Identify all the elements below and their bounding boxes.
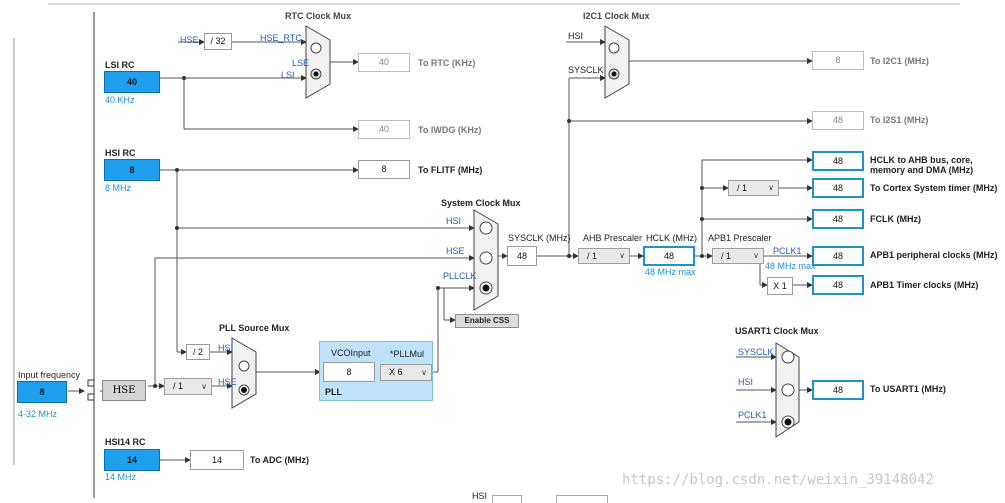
i2c1-out-label: To I2C1 (MHz) [870,56,929,66]
chevron-down-icon: ∨ [421,368,427,377]
lsi-rc-value[interactable]: 40 [104,71,160,93]
input-freq-label: Input frequency [18,370,81,380]
i2s1-value: 48 [812,111,864,130]
chevron-down-icon: ∨ [753,251,759,260]
bottom-partial-box-2 [556,495,608,503]
i2c1-hsi-label: HSI [568,31,584,41]
apb1-timer-value[interactable]: 48 [812,275,864,295]
hclk-ahb-value[interactable]: 48 [812,151,864,171]
apb1-timer-label: APB1 Timer clocks (MHz) [870,280,979,290]
rtc-out-value: 40 [358,53,410,72]
hse-div-select[interactable]: / 1 ∨ [164,378,212,395]
pll-vco-label: VCOInput [331,348,371,358]
input-freq-range: 4-32 MHz [18,409,58,419]
fclk-label: FCLK (MHz) [870,214,921,224]
apb1-periph-value[interactable]: 48 [812,246,864,266]
hclk-max: 48 MHz max [645,267,696,277]
hse-div-value: / 1 [173,381,184,391]
usart1-sysclk-label: SYSCLK [738,347,774,357]
hsi-rc-title: HSI RC [105,148,136,158]
pllsrc-hse-label: HSE [218,377,237,387]
i2s1-label: To I2S1 (MHz) [870,115,929,125]
apb1-timer-mult: X 1 [767,277,793,295]
usart1-hsi-label: HSI [738,377,754,387]
rtc-mux-shape [305,25,331,99]
rtc-out-label: To RTC (KHz) [418,58,476,68]
usart1-out-label: To USART1 (MHz) [870,384,946,394]
pclk1-max: 48 MHz max [765,261,816,271]
chevron-down-icon: ∨ [768,183,774,192]
flitf-value: 8 [358,160,410,179]
usart1-pclk1-label: PCLK1 [738,410,767,420]
hsi14-rc-value[interactable]: 14 [104,449,160,471]
rtc-lse-label: LSE [292,58,310,68]
i2c1-mux-title: I2C1 Clock Mux [583,11,650,21]
lsi-rc-freq: 40 KHz [105,95,135,105]
chevron-down-icon: ∨ [619,251,625,260]
hclk-ahb-label-1: HCLK to AHB bus, core, [870,155,973,165]
apb1-periph-label: APB1 peripheral clocks (MHz) [870,250,998,260]
hsi14-rc-freq: 14 MHz [105,472,137,482]
pllsrc-mux-shape [231,337,257,409]
hclk-ahb-label-2: memory and DMA (MHz) [870,165,974,175]
apb1-prescaler-title: APB1 Prescaler [708,233,772,243]
rtc-mux-title: RTC Clock Mux [285,11,352,21]
lsi-rc-title: LSI RC [105,60,135,70]
pclk1-label: PCLK1 [773,246,802,256]
hsi-rc-value[interactable]: 8 [104,159,160,181]
rtc-hse-label: HSE [180,35,199,45]
i2c1-mux-shape [604,25,630,99]
ahb-prescaler-title: AHB Prescaler [583,233,643,243]
sysclk-value[interactable]: 48 [507,246,537,266]
flitf-label: To FLITF (MHz) [418,165,483,175]
adc-label: To ADC (MHz) [250,455,309,465]
ahb-prescaler-value: / 1 [587,251,598,261]
pllsrc-mux-title: PLL Source Mux [219,323,290,333]
pll-mul-label: *PLLMul [390,349,425,359]
chevron-down-icon: ∨ [201,382,207,391]
adc-value: 14 [190,450,244,470]
sysmux-pllclk-label: PLLCLK [443,271,477,281]
sysmux-hsi-label: HSI [446,216,462,226]
cortex-divider-value: / 1 [737,183,748,193]
pll-mul-value: X 6 [389,367,403,377]
rtc-hse-rtc-label: HSE_RTC [260,33,302,43]
cortex-timer-value[interactable]: 48 [812,178,864,198]
input-freq-value[interactable]: 8 [17,381,67,403]
sysmux-hse-label: HSE [446,246,465,256]
pll-title: PLL [325,387,342,397]
i2c1-sysclk-label: SYSCLK [568,65,604,75]
iwdg-value: 40 [358,120,410,139]
bottom-hsi-label: HSI [472,491,488,501]
fclk-value[interactable]: 48 [812,209,864,229]
hsi14-rc-title: HSI14 RC [105,437,146,447]
apb1-prescaler-value: / 1 [721,251,732,261]
pll-mul-select[interactable]: X 6 ∨ [380,364,432,381]
usart1-mux-title: USART1 Clock Mux [735,326,819,336]
enable-css-button[interactable]: Enable CSS [455,314,519,328]
iwdg-label: To IWDG (KHz) [418,125,482,135]
rtc-div32[interactable]: / 32 [204,33,232,50]
hclk-title: HCLK (MHz) [646,233,697,243]
rtc-lsi-label: LSI [281,70,295,80]
i2c1-out-value: 8 [812,51,864,70]
cortex-divider-select[interactable]: / 1 ∨ [728,180,779,196]
hse-block[interactable]: HSE [102,380,146,401]
usart1-out-value[interactable]: 48 [812,380,864,400]
pllsrc-div2: / 2 [186,344,210,360]
bottom-partial-box [492,495,522,503]
cortex-timer-label: To Cortex System timer (MHz) [870,183,998,193]
pllsrc-hsi-label: HSI [218,343,234,353]
ahb-prescaler-select[interactable]: / 1 ∨ [578,248,630,264]
watermark: https://blog.csdn.net/weixin_39148042 [622,472,934,488]
sysmux-title: System Clock Mux [441,198,521,208]
pll-vco-value: 8 [323,362,375,382]
hclk-value[interactable]: 48 [643,246,695,266]
apb1-prescaler-select[interactable]: / 1 ∨ [712,248,764,264]
sysclk-label: SYSCLK (MHz) [508,233,571,243]
hsi-rc-freq: 8 MHz [105,183,132,193]
